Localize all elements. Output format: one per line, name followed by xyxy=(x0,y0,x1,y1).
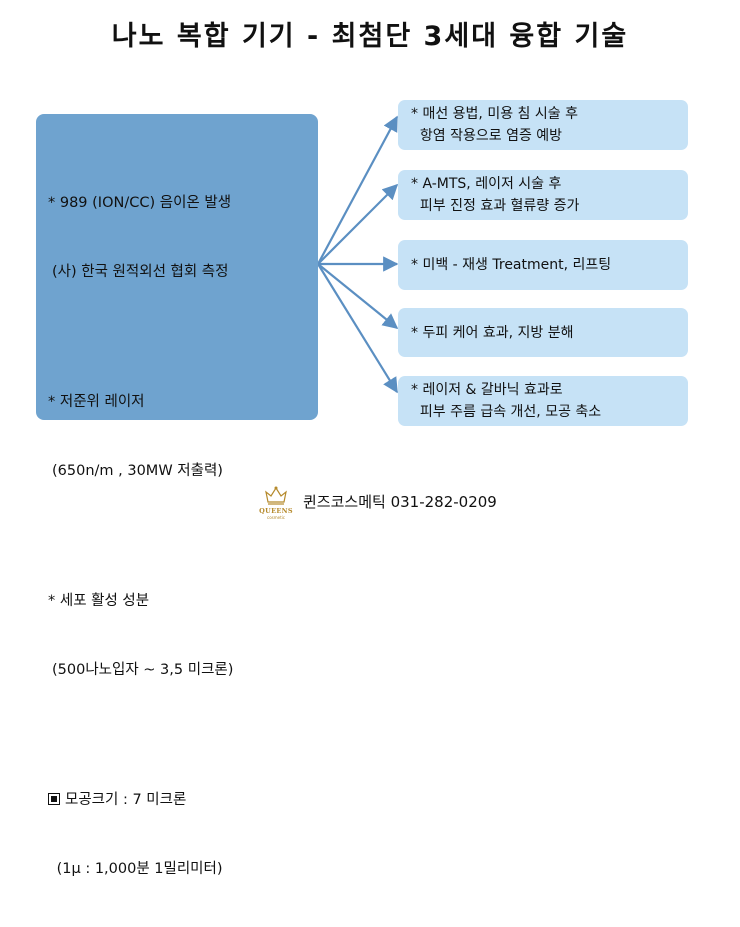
feature-item-title-row: 모공크기 : 7 미크론 xyxy=(48,789,318,812)
arrow-to-box-2 xyxy=(317,183,399,265)
feature-item-pore: 모공크기 : 7 미크론 (1μ : 1,000분 1밀리미터) xyxy=(48,743,318,927)
feature-item-detail: (사) 한국 원적외선 협회 측정 xyxy=(52,264,229,280)
feature-item-title: * 세포 활성 성분 xyxy=(48,593,150,609)
feature-item-title: * 989 (ION/CC) 음이온 발생 xyxy=(48,195,232,211)
feature-item-detail: (650n/m , 30MW 저출력) xyxy=(52,463,223,479)
benefit-box-5: * 레이저 & 갈바닉 효과로 피부 주름 급속 개선, 모공 축소 xyxy=(398,376,688,426)
benefit-line: 항염 작용으로 염증 예방 xyxy=(411,128,563,144)
logo-text: QUEENS xyxy=(259,507,293,515)
benefit-box-1: * 매선 용법, 미용 침 시술 후 항염 작용으로 염증 예방 xyxy=(398,100,688,150)
feature-item-detail: (500나노입자 ~ 3,5 미크론) xyxy=(52,662,234,678)
arrow-to-box-4 xyxy=(317,263,399,329)
company-contact: 퀸즈코스메틱 031-282-0209 xyxy=(303,493,497,511)
benefit-line: 피부 진정 효과 혈류량 증가 xyxy=(411,198,580,214)
feature-item-title: 모공크기 : 7 미크론 xyxy=(65,792,187,808)
arrow-to-box-5 xyxy=(317,263,398,394)
queens-logo: QUEENS cosmetic xyxy=(258,484,294,522)
benefit-box-4: * 두피 케어 효과, 지방 분해 xyxy=(398,308,688,357)
arrow-to-box-1 xyxy=(317,115,398,265)
logo-subtext: cosmetic xyxy=(267,515,285,520)
feature-item-laser: * 저준위 레이저 (650n/m , 30MW 저출력) xyxy=(48,345,318,529)
benefit-line: 피부 주름 급속 개선, 모공 축소 xyxy=(411,404,602,420)
page-title: 나노 복합 기기 - 최첨단 3세대 융합 기술 xyxy=(111,21,629,52)
benefit-line: * 미백 - 재생 Treatment, 리프팅 xyxy=(411,257,612,273)
feature-item-detail: (1μ : 1,000분 1밀리미터) xyxy=(52,861,223,877)
feature-item-title: * 저준위 레이저 xyxy=(48,394,145,410)
crown-icon xyxy=(265,486,287,505)
feature-item-cell: * 세포 활성 성분 (500나노입자 ~ 3,5 미크론) xyxy=(48,544,318,728)
benefit-line: * 레이저 & 갈바닉 효과로 xyxy=(411,382,563,398)
benefit-line: * 두피 케어 효과, 지방 분해 xyxy=(411,324,574,341)
benefit-line: * A-MTS, 레이저 시술 후 xyxy=(411,176,562,192)
feature-item-ion: * 989 (ION/CC) 음이온 발생 (사) 한국 원적외선 협회 측정 xyxy=(48,146,318,330)
square-bullet-icon xyxy=(48,793,60,805)
benefit-box-3: * 미백 - 재생 Treatment, 리프팅 xyxy=(398,240,688,290)
connector-arrows xyxy=(317,115,399,394)
feature-summary-box: * 989 (ION/CC) 음이온 발생 (사) 한국 원적외선 협회 측정 … xyxy=(36,114,318,877)
benefit-line: * 매선 용법, 미용 침 시술 후 xyxy=(411,106,578,122)
benefit-box-2: * A-MTS, 레이저 시술 후 피부 진정 효과 혈류량 증가 xyxy=(398,170,688,220)
